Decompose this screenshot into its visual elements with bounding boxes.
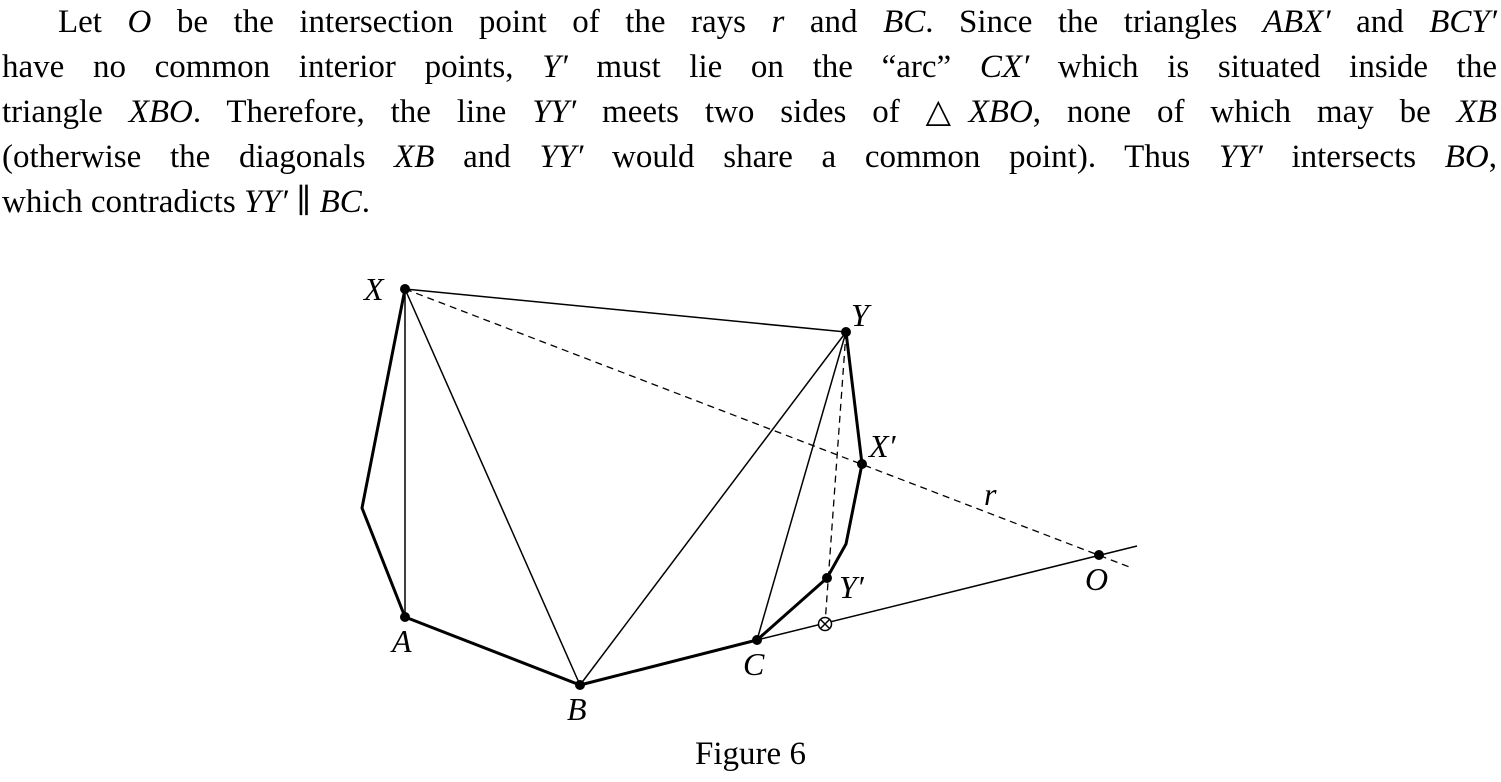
segment-XY [404, 288, 847, 333]
math-symbol: ABX′ [1262, 4, 1331, 40]
text-run: , none of which may be [1032, 94, 1457, 130]
text-run: , [1488, 139, 1497, 175]
text-run: intersects [1262, 139, 1445, 175]
text-run: meets two sides of △ [576, 94, 969, 130]
point-Yp [822, 573, 832, 583]
intersection-marker [817, 616, 833, 632]
math-symbol: XB [1456, 94, 1497, 130]
math-symbol: BC [883, 4, 926, 40]
point-Y [841, 327, 851, 337]
segment-CY [756, 331, 847, 641]
math-symbol: YY′ [1218, 139, 1263, 175]
text-run: . Since the triangles [925, 4, 1263, 40]
point-B [575, 680, 585, 690]
text-run: and [1330, 4, 1430, 40]
math-symbol: YY′ [532, 94, 577, 130]
text-run: ∥ [287, 184, 320, 220]
polygon-boundary [360, 288, 864, 687]
label-O: O [1085, 561, 1108, 597]
label-X: X [362, 271, 385, 307]
label-C: C [743, 646, 765, 682]
point-C [752, 635, 762, 645]
text-run: . [361, 184, 371, 220]
math-symbol: Y′ [542, 49, 568, 85]
text-run: would share a common point). Thus [583, 139, 1219, 175]
text-line: have no common interior points, Y′ must … [2, 45, 1497, 90]
label-A: A [390, 623, 412, 659]
figure-caption: Figure 6 [695, 736, 806, 772]
text-run: have no common interior points, [2, 49, 543, 85]
text-line: which contradicts YY′ ∥ BC. [2, 180, 1497, 225]
math-symbol: BCY′ [1429, 4, 1497, 40]
text-run: (otherwise the diagonals [2, 139, 395, 175]
math-symbol: r [771, 4, 785, 40]
label-Y: Y [851, 297, 872, 333]
text-run: . Therefore, the line [192, 94, 533, 130]
line-BC-extended [756, 545, 1138, 641]
math-symbol: CX′ [979, 49, 1030, 85]
proof-paragraph: Let O be the intersection point of the r… [2, 0, 1497, 225]
label-Xp: X′ [867, 428, 897, 464]
math-symbol: YY′ [243, 184, 288, 220]
math-symbol: BO [1444, 139, 1489, 175]
math-symbol: XBO [128, 94, 193, 130]
text-run: and [784, 4, 884, 40]
math-symbol: O [127, 4, 152, 40]
point-O [1094, 550, 1104, 560]
text-run: which is situated inside the [1029, 49, 1497, 85]
label-B: B [567, 691, 587, 727]
text-line: triangle XBO. Therefore, the line YY′ me… [2, 90, 1497, 135]
point-Xp [857, 459, 867, 469]
label-r: r [984, 476, 997, 512]
math-symbol: XB [394, 139, 435, 175]
segment-XB [404, 288, 581, 686]
text-run: triangle [2, 94, 129, 130]
text-line: (otherwise the diagonals XB and YY′ woul… [2, 135, 1497, 180]
text-line: Let O be the intersection point of the r… [2, 0, 1497, 45]
math-symbol: BC [319, 184, 362, 220]
text-run: which contradicts [2, 184, 244, 220]
math-symbol: YY′ [539, 139, 584, 175]
ray-r-dashed [404, 288, 1133, 569]
segment-BY [579, 331, 847, 686]
point-X [400, 284, 410, 294]
text-run: and [434, 139, 540, 175]
math-symbol: XBO [968, 94, 1033, 130]
text-run: must lie on the “arc” [567, 49, 980, 85]
point-A [400, 612, 410, 622]
label-Yp: Y′ [839, 569, 865, 605]
text-run: Let [58, 4, 128, 40]
text-run: be the intersection point of the rays [151, 4, 772, 40]
